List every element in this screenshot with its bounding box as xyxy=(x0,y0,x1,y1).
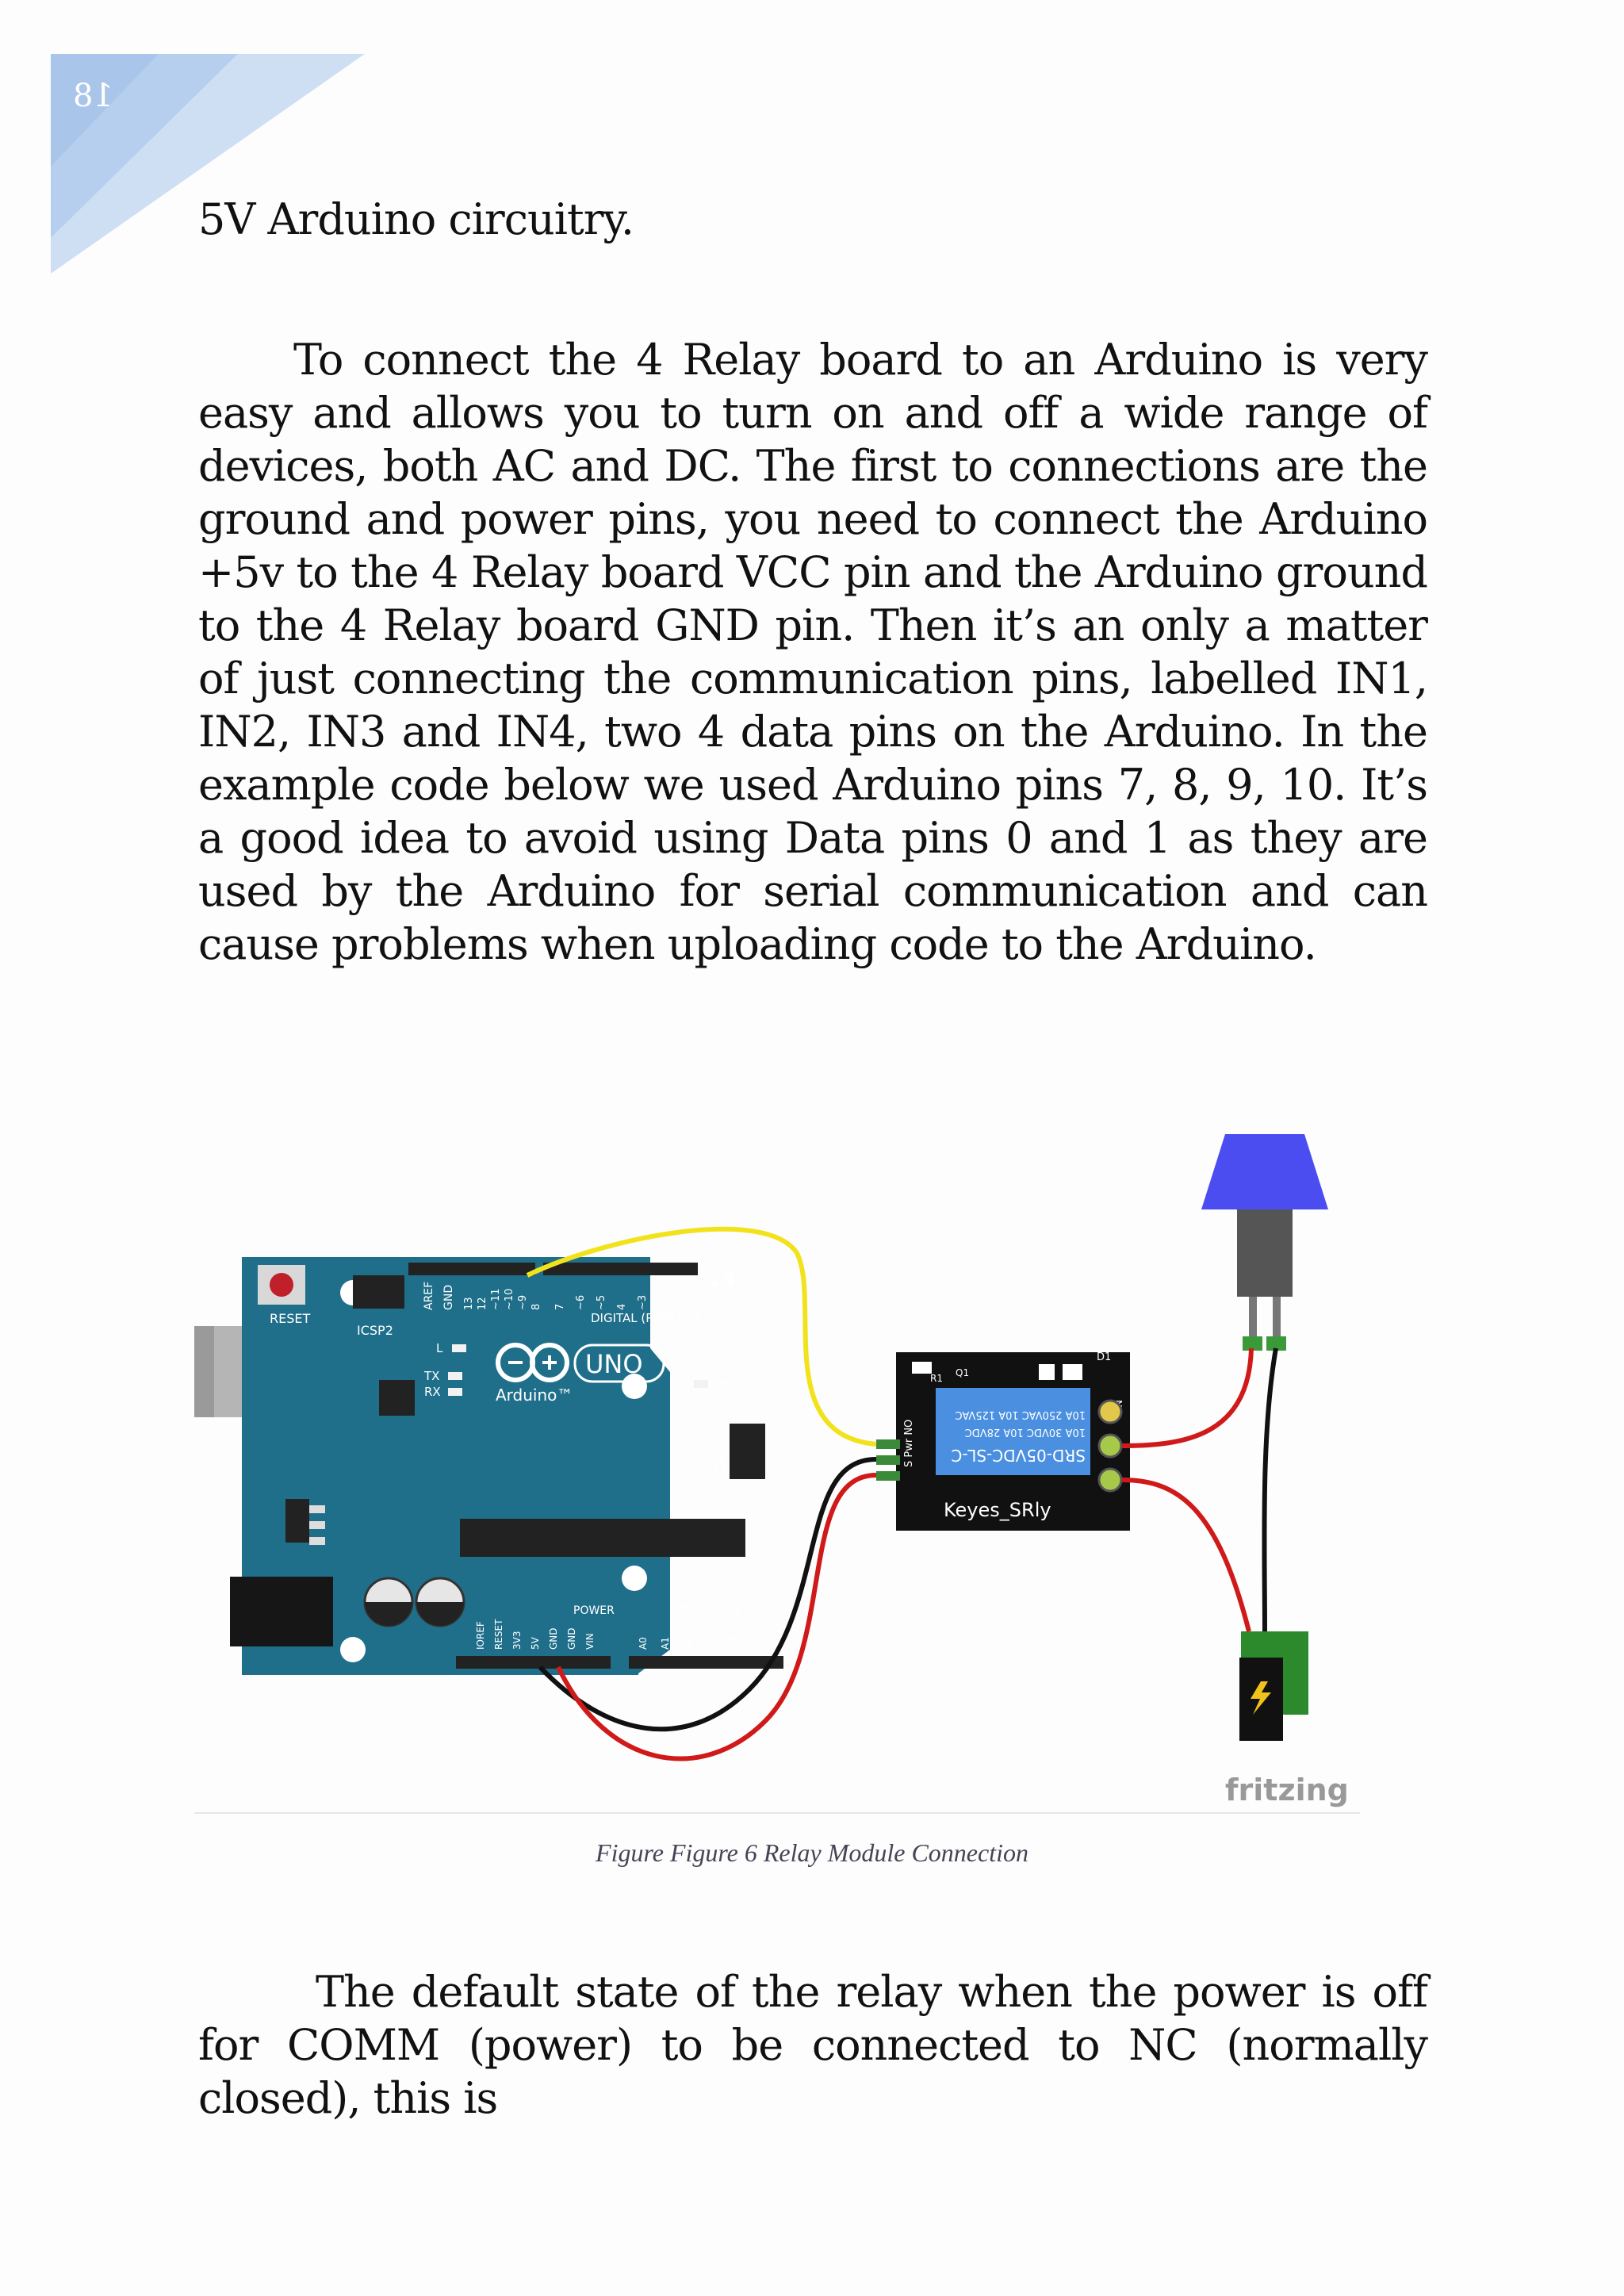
label-3v3: 3V3 xyxy=(511,1631,523,1650)
analog-pin-label: A2 xyxy=(682,1637,693,1650)
lead-text: 5V Arduino circuitry. xyxy=(198,194,634,244)
label-vin: VIN xyxy=(584,1633,596,1650)
page-number: 18 xyxy=(73,78,113,114)
jack-wire-red xyxy=(1121,1478,1251,1632)
digital-header-right xyxy=(543,1263,698,1275)
analog-pin-label: A1 xyxy=(660,1637,671,1650)
label-digital: DIGITAL (PWM=~) xyxy=(591,1311,699,1325)
relay-rating-dc: 10A 30VDC 10A 28VDC xyxy=(965,1426,1086,1438)
label-gnd-top: GND xyxy=(442,1285,455,1310)
label-l: L xyxy=(436,1341,443,1355)
digital-pin-label: 4 xyxy=(616,1304,628,1310)
arduino-board xyxy=(242,1257,670,1675)
label-aref: AREF xyxy=(423,1282,435,1310)
figure-caption: Figure Figure 6 Relay Module Connection xyxy=(596,1838,1028,1867)
label-on: ON xyxy=(714,1377,732,1391)
label-rx: RX xyxy=(424,1385,441,1399)
digital-pin-label: ~9 xyxy=(517,1295,529,1310)
signal-wire-yellow xyxy=(526,1226,877,1447)
relay-q1: Q1 xyxy=(956,1367,969,1378)
analog-pin-labels: A0 A1 A2 A3 A4 A5 xyxy=(638,1637,760,1650)
relay-body xyxy=(936,1388,1090,1475)
digital-pin-label: ~5 xyxy=(596,1295,607,1310)
digital-pin-label: ~3 xyxy=(637,1295,649,1310)
digital-pin-label: ~11 xyxy=(490,1289,502,1310)
arduino-logo-icon xyxy=(496,1343,569,1382)
lamp-shade-icon xyxy=(1201,1134,1328,1209)
digital-pin-label: 13 xyxy=(463,1297,475,1310)
analog-pin-label: A0 xyxy=(638,1637,649,1650)
label-rxo: RX0 ◀0 xyxy=(725,1271,737,1310)
digital-header-left xyxy=(408,1263,535,1275)
lamp-wire-red xyxy=(1121,1347,1254,1448)
digital-pin-label: 8 xyxy=(530,1304,542,1310)
digital-pin-label: ~6 xyxy=(575,1295,587,1310)
digital-pin-label: ~10 xyxy=(504,1289,515,1310)
digital-pin-label: 12 xyxy=(477,1297,488,1310)
fritzing-watermark: fritzing xyxy=(1225,1773,1349,1807)
ground-wire-black xyxy=(538,1457,877,1732)
power-jack xyxy=(230,1577,333,1646)
analog-header xyxy=(629,1656,783,1669)
label-reset: RESET xyxy=(270,1311,310,1326)
power-header xyxy=(456,1656,611,1669)
label-pin-reset: RESET xyxy=(493,1619,504,1650)
paragraph-relay-connection: To connect the 4 Relay board to an Ardui… xyxy=(198,335,1428,969)
relay-model: SRD-05VDC-SL-C xyxy=(951,1446,1086,1465)
label-arduino-brand: Arduino™ xyxy=(496,1386,573,1405)
label-icsp2: ICSP2 xyxy=(357,1323,393,1338)
label-txo: TX0 ▶1 xyxy=(709,1272,721,1311)
microcontroller-chip xyxy=(460,1519,745,1557)
lamp-base xyxy=(1237,1209,1293,1297)
power-wire-red xyxy=(556,1473,877,1761)
relay-input-labels: S Pwr NO xyxy=(903,1420,915,1467)
analog-pin-label: A5 xyxy=(749,1637,760,1650)
label-gnd1: GND xyxy=(548,1627,559,1650)
digital-pin-label: 7 xyxy=(554,1304,566,1310)
label-gnd2: GND xyxy=(566,1627,577,1650)
label-power: POWER xyxy=(573,1604,615,1617)
digital-pin-label: 2 xyxy=(657,1304,669,1310)
analog-pin-label: A3 xyxy=(704,1637,715,1650)
corner-decoration xyxy=(51,54,365,274)
relay-label: Keyes_SRly xyxy=(944,1499,1051,1521)
lamp-wire-black xyxy=(1262,1347,1278,1632)
label-icsp: ICSP xyxy=(713,1453,727,1479)
label-5v: 5V xyxy=(530,1636,541,1650)
relay-d1: D1 xyxy=(1097,1351,1111,1363)
relay-r1: R1 xyxy=(930,1373,943,1384)
figure-divider xyxy=(194,1812,1360,1814)
analog-pin-label: A4 xyxy=(726,1637,737,1650)
label-uno: UNO xyxy=(585,1349,643,1379)
label-tx: TX xyxy=(423,1369,439,1383)
relay-rating-ac: 10A 250VAC 10A 125VAC xyxy=(956,1409,1086,1420)
paragraph-default-state: The default state of the relay when the … xyxy=(198,1967,1428,2123)
label-ioref: IOREF xyxy=(475,1621,486,1650)
label-analog: ANALOG IN xyxy=(678,1604,740,1617)
